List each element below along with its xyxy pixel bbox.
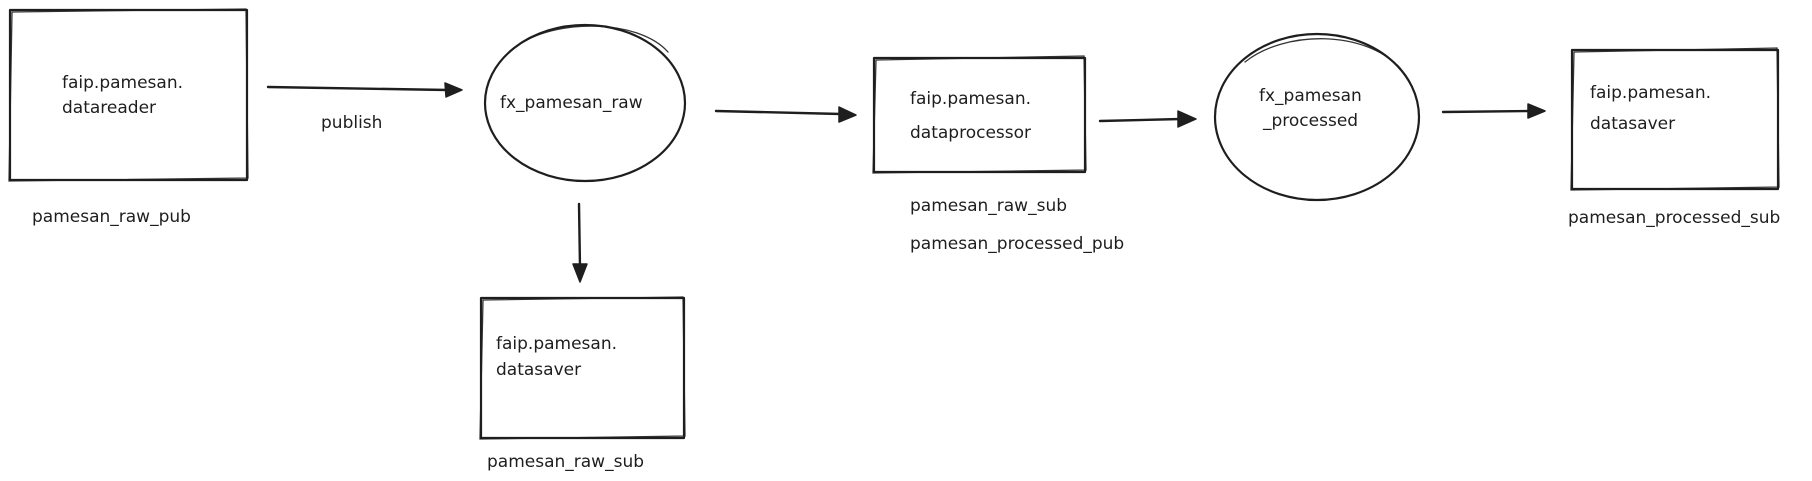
dataprocessor-label-line1: faip.pamesan. — [910, 89, 1031, 109]
edge-dataprocessor-to-processed-topic — [1098, 110, 1197, 128]
dataprocessor-label-line2: dataprocessor — [910, 123, 1031, 143]
dataprocessor-box-sketch — [872, 55, 1087, 174]
arrow-head — [444, 82, 463, 98]
dataprocessor-caption-2: pamesan_processed_pub — [910, 234, 1124, 254]
datareader-box — [8, 8, 249, 182]
edge-processed-topic-to-datasaver — [1441, 103, 1546, 119]
datasaver-raw-label-line2: datasaver — [496, 360, 581, 380]
edge-datareader-to-raw-topic — [266, 82, 463, 98]
arrow-head — [572, 263, 588, 283]
datareader-label-line1: faip.pamesan. — [62, 73, 183, 93]
publish-label: publish — [321, 113, 382, 133]
edge-raw-topic-to-datasaver — [572, 202, 588, 283]
dataprocessor-node[interactable]: faip.pamesan. dataprocessor — [872, 55, 1087, 174]
raw-topic-ellipse-sketch — [519, 25, 669, 53]
arrow-head — [838, 106, 857, 123]
arrow-line — [1098, 117, 1183, 123]
arrow-head — [1527, 103, 1546, 119]
processed-topic-node[interactable]: fx_pamesan _processed — [1213, 32, 1421, 202]
datasaver-processed-box-sketch — [1570, 47, 1780, 191]
arrow-line — [714, 109, 843, 116]
raw-topic-label: fx_pamesan_raw — [500, 93, 643, 113]
processed-topic-ellipse-sketch — [1244, 38, 1401, 69]
arrow-line — [266, 85, 450, 92]
raw-topic-node[interactable]: fx_pamesan_raw — [483, 23, 687, 183]
dataprocessor-caption-1: pamesan_raw_sub — [910, 196, 1067, 216]
datasaver-raw-node[interactable]: faip.pamesan. datasaver — [479, 296, 686, 440]
datasaver-raw-box-sketch — [479, 296, 686, 440]
datasaver-processed-label-line2: datasaver — [1590, 114, 1675, 134]
processed-topic-label-line2: _processed — [1262, 111, 1358, 131]
arrow-head — [1177, 110, 1197, 128]
edge-raw-topic-to-dataprocessor — [714, 106, 857, 123]
raw-topic-ellipse — [483, 23, 687, 183]
arrow-line — [577, 202, 582, 269]
processed-topic-ellipse — [1213, 32, 1421, 202]
datasaver-processed-node[interactable]: faip.pamesan. datasaver — [1570, 47, 1780, 191]
datasaver-raw-label-line1: faip.pamesan. — [496, 334, 617, 354]
datareader-label-line2: datareader — [62, 98, 156, 118]
datareader-caption: pamesan_raw_pub — [32, 207, 191, 227]
datareader-node[interactable]: faip.pamesan. datareader — [8, 8, 249, 182]
datareader-box-sketch — [8, 8, 249, 182]
datasaver-raw-caption: pamesan_raw_sub — [487, 452, 644, 472]
processed-topic-label-line1: fx_pamesan — [1259, 86, 1362, 106]
dataprocessor-box — [872, 56, 1087, 174]
datasaver-processed-label-line1: faip.pamesan. — [1590, 83, 1711, 103]
arrow-line — [1441, 109, 1532, 114]
datasaver-processed-caption: pamesan_processed_sub — [1568, 208, 1780, 228]
